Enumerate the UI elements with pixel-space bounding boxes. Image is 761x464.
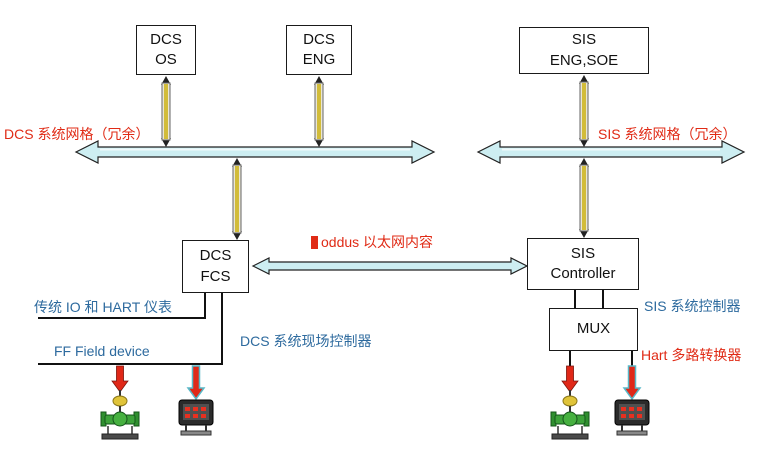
ethernet-link-arrow — [251, 257, 529, 275]
dcs-field-controller-label: DCS 系统现场控制器 — [240, 333, 372, 349]
dcs-network-label: DCS 系统网格（冗余） — [4, 126, 150, 142]
red-bar-icon — [311, 236, 318, 249]
cable-bus-to-sis-controller — [579, 158, 589, 238]
dcs-network-bus — [74, 140, 436, 164]
box-dcs-os: DCS OS — [136, 25, 196, 75]
fcs-field-wiring — [38, 293, 223, 365]
ff-field-device-label: FF Field device — [54, 343, 150, 359]
cable-sis-eng-to-bus — [579, 75, 589, 147]
down-arrow-right-instrument — [622, 365, 642, 401]
control-valve-icon — [550, 390, 590, 440]
cable-dcs-os-to-bus — [161, 76, 171, 147]
cable-bus-to-dcs-fcs — [232, 158, 242, 240]
box-sis-controller: SIS Controller — [527, 238, 639, 290]
box-mux: MUX — [549, 308, 638, 351]
box-dcs-fcs: DCS FCS — [182, 240, 249, 293]
hart-instrument-icon — [178, 399, 214, 436]
sis-network-label: SIS 系统网格（冗余） — [598, 126, 737, 142]
sis-mux-links — [574, 290, 604, 308]
box-dcs-eng: DCS ENG — [286, 25, 352, 75]
mux-field-wiring — [569, 351, 633, 366]
sis-network-bus — [476, 140, 746, 164]
down-arrow-right-valve — [561, 365, 579, 393]
sis-system-controller-label: SIS 系统控制器 — [644, 298, 741, 314]
ethernet-label: oddus 以太网内容 — [311, 232, 433, 252]
control-valve-icon — [100, 390, 140, 440]
ethernet-label-text: oddus 以太网内容 — [321, 234, 434, 250]
hart-mux-label: Hart 多路转换器 — [641, 347, 742, 363]
box-sis-eng-soe: SIS ENG,SOE — [519, 27, 649, 74]
hart-instrument-icon — [614, 399, 650, 436]
traditional-io-label: 传统 IO 和 HART 仪表 — [34, 299, 172, 315]
down-arrow-left-valve — [111, 365, 129, 393]
cable-dcs-eng-to-bus — [314, 76, 324, 147]
down-arrow-left-instrument — [186, 365, 206, 401]
